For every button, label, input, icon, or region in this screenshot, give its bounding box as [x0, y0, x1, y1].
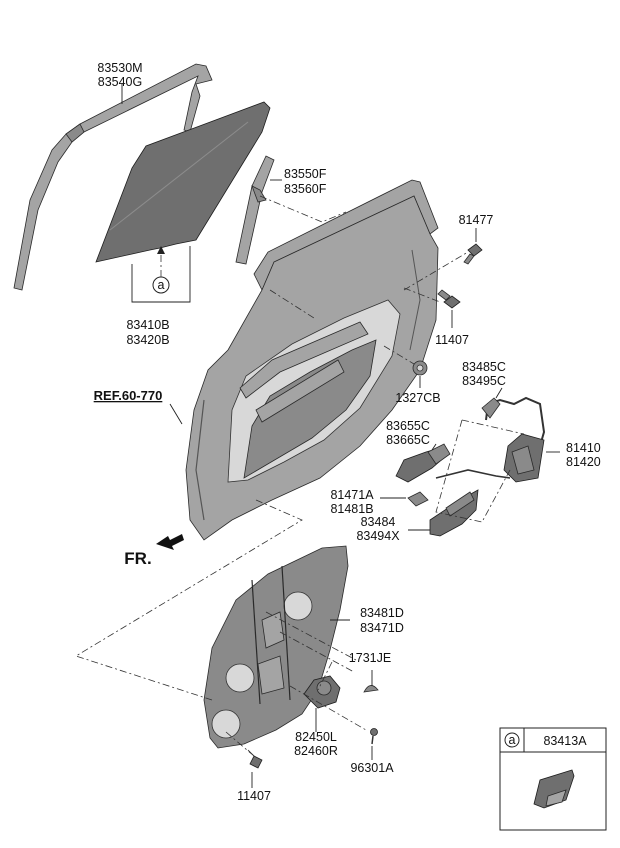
- label-latch-cable-2: 83495C: [462, 374, 506, 388]
- handle-rod: [435, 469, 511, 479]
- label-motor-2: 82460R: [294, 744, 338, 758]
- latch-bracket: [429, 489, 479, 537]
- window-motor: [303, 675, 341, 709]
- cable-clip: [481, 397, 501, 419]
- part-labels: 83530M 83540G 83550F 83560F 81477 83410B…: [97, 61, 600, 803]
- label-nut: 1327CB: [395, 391, 440, 405]
- label-bolt-bottom: 11407: [237, 789, 271, 803]
- grommet: [363, 685, 379, 693]
- label-latch-2: 81420: [566, 455, 601, 469]
- label-module-2: 83471D: [360, 621, 404, 635]
- label-glass-2: 83420B: [126, 333, 169, 347]
- door-latch: [503, 433, 545, 483]
- glass-marker-arrow: [157, 246, 165, 254]
- label-bolt-top: 81477: [459, 213, 494, 227]
- label-glass-1: 83410B: [126, 318, 169, 332]
- label-rod-2: 81481B: [330, 502, 373, 516]
- guide-lines: [75, 195, 525, 757]
- door-module: [203, 545, 349, 749]
- glass-marker-letter: a: [158, 278, 165, 292]
- label-handle-2: 83665C: [386, 433, 430, 447]
- label-handle-1: 83655C: [386, 419, 430, 433]
- label-bracket-2: 83494X: [356, 529, 400, 543]
- label-rod-1: 81471A: [330, 488, 374, 502]
- label-glass-run-2: 83540G: [98, 75, 142, 89]
- inset-part-number: 83413A: [543, 734, 587, 748]
- label-channel-2: 83560F: [284, 182, 327, 196]
- reference-label: REF.60-770: [94, 388, 163, 403]
- label-latch-1: 81410: [566, 441, 601, 455]
- door-assembly: [185, 179, 439, 541]
- screw: [370, 728, 378, 745]
- label-glass-run-1: 83530M: [97, 61, 142, 75]
- label-grommet: 1731JE: [349, 651, 391, 665]
- front-label: FR.: [124, 549, 151, 568]
- inset-panel: a 83413A: [499, 727, 607, 831]
- label-channel-1: 83550F: [284, 167, 327, 181]
- leader-lines: [121, 84, 560, 788]
- label-bracket-1: 83484: [361, 515, 396, 529]
- glass-run-strip: [13, 63, 213, 291]
- door-glass: [95, 101, 271, 263]
- inset-marker-letter: a: [509, 733, 516, 747]
- inset-marker-circle: [504, 732, 520, 748]
- label-motor-1: 82450L: [295, 730, 337, 744]
- bolt-11407-mid: [437, 289, 461, 309]
- front-arrow: [156, 534, 184, 550]
- inset-part-glyph: [533, 769, 575, 809]
- rear-channel: [235, 155, 275, 265]
- label-bolt-mid: 11407: [435, 333, 469, 347]
- label-latch-cable-1: 83485C: [462, 360, 506, 374]
- nut-1327CB: [412, 360, 428, 376]
- bolt-81477: [463, 243, 483, 265]
- label-module-1: 83481D: [360, 606, 404, 620]
- label-screw: 96301A: [350, 761, 394, 775]
- rod-clip: [407, 491, 429, 507]
- outside-handle: [395, 443, 451, 483]
